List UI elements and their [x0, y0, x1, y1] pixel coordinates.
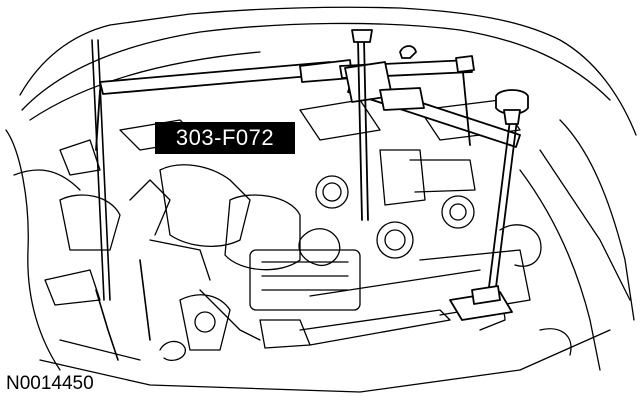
figure-id: N0014450: [6, 373, 94, 394]
fender-lines: [5, 119, 635, 393]
hood-outline: [19, 6, 637, 136]
tool-callout-label: 303-F072: [155, 122, 295, 154]
engine-components: [44, 99, 572, 362]
engine-support-tool: [95, 29, 529, 321]
